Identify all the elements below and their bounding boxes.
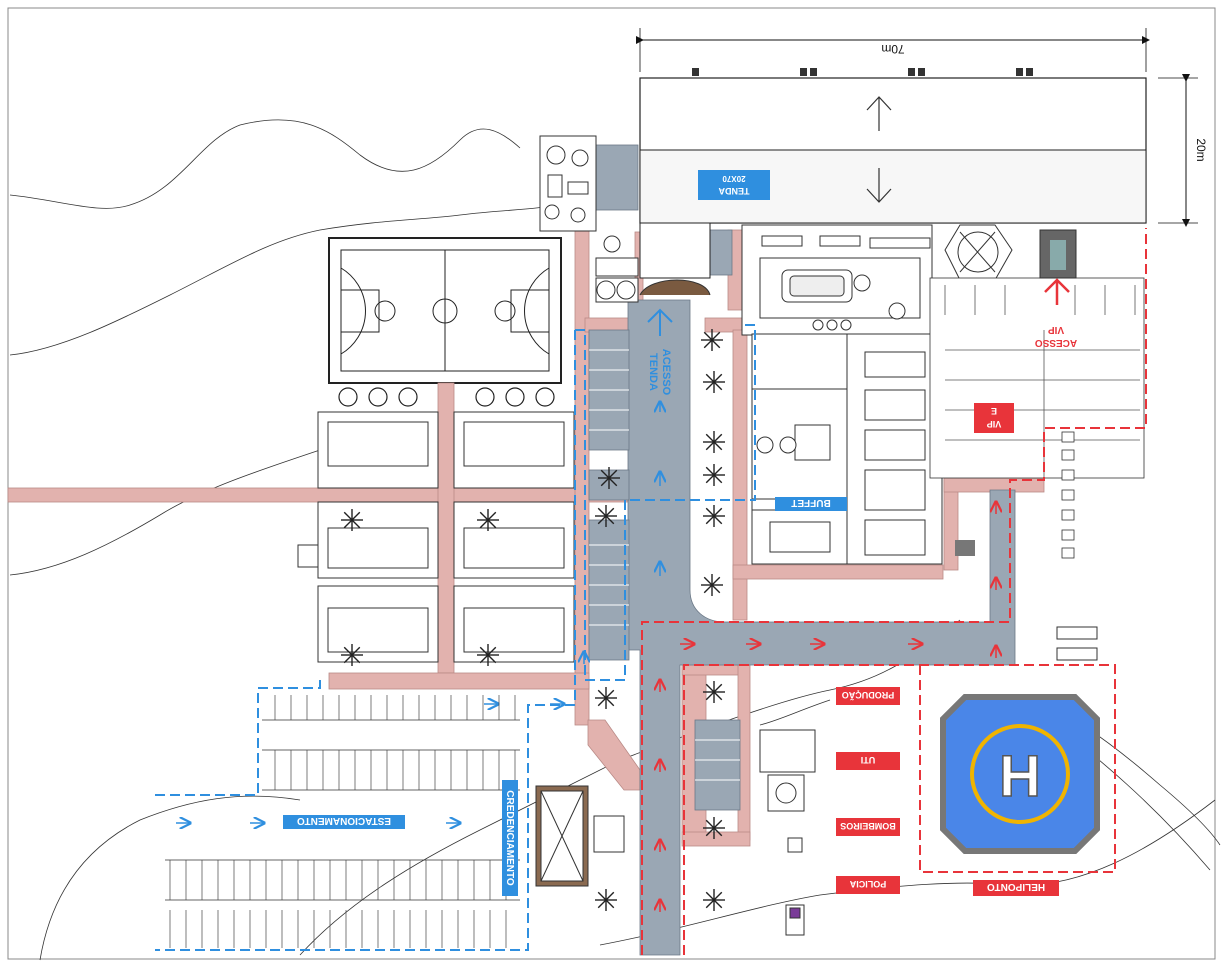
access-tent-arrow — [647, 308, 673, 336]
blue-flow-arrows — [176, 402, 660, 823]
service-labels: PRODUÇÃO UTI BOMBEIROS POLICIA — [836, 687, 900, 894]
red-route — [641, 228, 1147, 955]
palm-tree — [595, 687, 617, 709]
depth-label: 20m — [1194, 138, 1208, 161]
tent-label: TENDA 20X70 — [718, 174, 749, 196]
palm-tree — [595, 889, 617, 911]
palm-tree — [341, 644, 363, 666]
access-vip-label: ACESSO VIP — [1035, 324, 1077, 348]
palm-tree — [477, 644, 499, 666]
palm-tree — [703, 889, 725, 911]
palm-tree — [477, 509, 499, 531]
service-bombeiros: BOMBEIROS — [840, 821, 896, 831]
palm-tree — [703, 817, 725, 839]
access-tent-line2: TENDA — [647, 353, 659, 391]
buffet-label: BUFFET — [791, 497, 830, 508]
palm-tree — [595, 505, 617, 527]
palm-tree — [701, 574, 723, 596]
credential-label: CREDENCIAMENTO — [504, 790, 515, 886]
equipment-area — [539, 135, 639, 303]
red-flow-arrows — [660, 502, 996, 912]
utility-box — [955, 540, 975, 556]
basketball-court — [328, 237, 562, 384]
palm-tree — [703, 505, 725, 527]
parking-stripes-west — [589, 349, 740, 781]
parking-label-box — [283, 815, 405, 829]
access-vip-line2: VIP — [1048, 324, 1064, 335]
heliport-label: HELIPONTO — [987, 881, 1045, 892]
vip-line2: E — [991, 406, 997, 416]
shrub-row — [338, 387, 555, 407]
buffet-label-box — [775, 497, 847, 511]
vip-label-box — [974, 403, 1014, 433]
walkways — [7, 229, 1045, 847]
service-policia: POLICIA — [849, 879, 886, 889]
tent-title: TENDA — [718, 186, 749, 196]
main-building — [751, 333, 943, 565]
parking-stalls — [169, 695, 516, 948]
access-vip-line1: ACESSO — [1035, 337, 1077, 348]
helipad-letter: H — [999, 744, 1041, 809]
palm-tree — [703, 431, 725, 453]
tent-label-box — [698, 170, 770, 200]
palm-tree — [598, 467, 620, 489]
palm-tree — [341, 509, 363, 531]
dimension-width: 70m — [636, 28, 1150, 72]
palm-tree — [701, 329, 723, 351]
access-tent-line1: ACESSO — [660, 349, 672, 396]
helipad: H — [940, 694, 1100, 854]
vip-label: VIP E — [987, 406, 1002, 429]
service-uti: UTI — [861, 755, 876, 765]
palm-tree — [703, 681, 725, 703]
palm-tree — [703, 371, 725, 393]
parking-label: ESTACIONAMENTO — [297, 815, 391, 826]
tent-size: 20X70 — [722, 174, 746, 183]
lounge-area — [741, 224, 1013, 336]
dimension-depth: 20m — [1158, 74, 1208, 227]
palm-tree — [703, 464, 725, 486]
right-side-boxes — [1056, 626, 1098, 661]
cabins — [297, 411, 575, 663]
access-tent-label: ACESSO TENDA — [647, 349, 672, 396]
blue-route — [155, 324, 756, 951]
palm-trees — [341, 329, 725, 911]
width-label: 70m — [881, 42, 904, 56]
credential-booth — [535, 785, 625, 887]
access-vip-arrow — [1044, 278, 1070, 305]
service-producao: PRODUÇÃO — [842, 690, 895, 700]
credential-label-box — [502, 780, 518, 896]
main-parking — [165, 719, 520, 901]
service-building — [759, 729, 816, 936]
heliport-label-box — [973, 880, 1059, 896]
vip-line1: VIP — [987, 419, 1002, 429]
